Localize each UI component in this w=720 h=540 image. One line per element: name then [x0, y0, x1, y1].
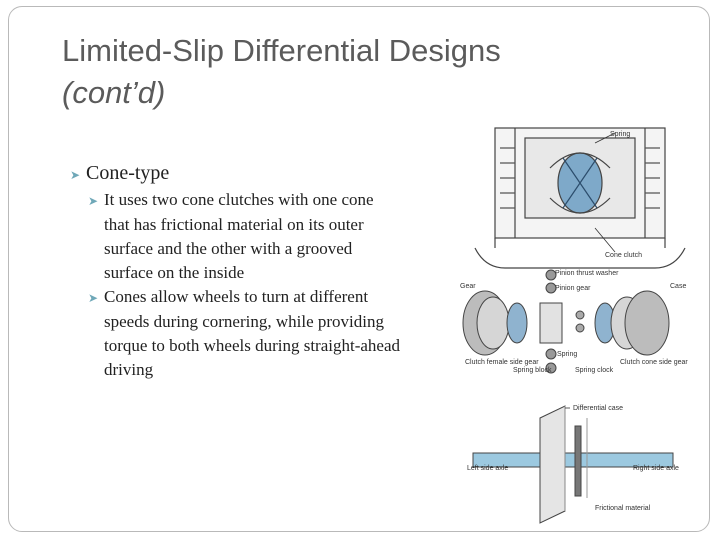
bullet-arrow-icon: ➤ — [88, 291, 99, 305]
exploded-view — [462, 269, 670, 374]
label-spring-exploded: Spring — [557, 351, 577, 358]
label-clutch-cone-side-gear: Clutch cone side gear — [620, 359, 688, 366]
bullet-level1: ➤ Cone-type — [70, 160, 400, 188]
label-gear: Gear — [460, 283, 476, 290]
label-clutch-female-side-gear: Clutch female side gear — [465, 359, 539, 366]
bullet-item-2: ➤ Cones allow wheels to turn at different… — [88, 285, 400, 382]
label-differential-case: Differential case — [573, 405, 623, 412]
slide-title: Limited-Slip Differential Designs (cont’… — [62, 30, 501, 114]
bullet-item-1-text: It uses two cone clutches with one cone … — [104, 190, 374, 282]
section-view — [472, 405, 674, 524]
label-frictional-material: Frictional material — [595, 505, 651, 512]
bullet-item-2-text: Cones allow wheels to turn at different … — [104, 287, 401, 379]
label-spring: Spring — [610, 131, 630, 138]
title-line-2: (cont’d) — [62, 75, 166, 110]
cutaway-view — [474, 127, 686, 269]
label-spring-block: Spring block — [513, 367, 552, 374]
label-cone-clutch: Cone clutch — [605, 252, 642, 259]
cone-differential-diagram: Spring Cone clutch Pinion thrust washer … — [460, 127, 688, 524]
bullet-arrow-icon: ➤ — [70, 168, 81, 182]
title-line-1: Limited-Slip Differential Designs — [62, 33, 501, 68]
slide-frame — [8, 6, 710, 532]
label-left-side-axle: Left side axle — [467, 465, 508, 472]
bullet-arrow-icon: ➤ — [88, 194, 99, 208]
label-right-side-axle: Right side axle — [633, 465, 679, 472]
label-pinion-gear: Pinion gear — [555, 285, 591, 292]
label-case: Case — [670, 283, 686, 290]
bullet-item-1: ➤ It uses two cone clutches with one cone… — [88, 188, 400, 285]
label-spring-clock: Spring clock — [575, 367, 614, 374]
label-pinion-thrust-washer: Pinion thrust washer — [555, 270, 619, 277]
bullet-level1-text: Cone-type — [86, 162, 170, 184]
bullet-list: ➤ Cone-type ➤ It uses two cone clutches wi… — [70, 160, 400, 382]
